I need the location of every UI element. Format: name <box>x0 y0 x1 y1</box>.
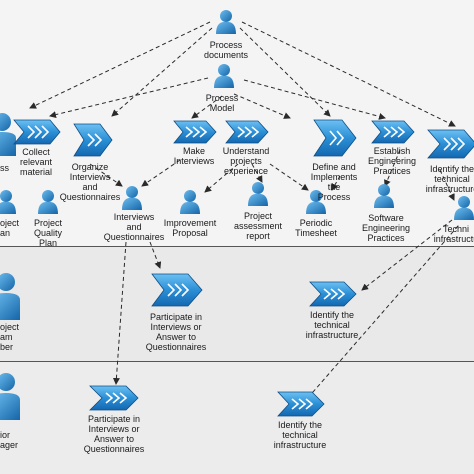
periodic-timesheet-label: Periodic Timesheet <box>295 218 337 238</box>
connector <box>305 225 459 401</box>
process-model-label: Process Model <box>205 93 239 113</box>
connector <box>241 21 456 127</box>
collect-material-activity-icon <box>13 119 61 145</box>
connector <box>439 169 455 201</box>
connectors <box>29 21 459 401</box>
software-engineering-practices-icon <box>374 184 394 208</box>
make-interviews-label: Make Interviews <box>173 146 215 166</box>
interviews-questionnaires-label: Interviews and Questionnaires <box>103 212 165 242</box>
lane-project-team-member <box>0 246 474 362</box>
technical-infrastructure-label: Techni infrastructu <box>433 224 474 244</box>
project-assessment-report-icon <box>248 182 268 206</box>
artifact-icons <box>0 10 474 220</box>
project-assessment-report-label: Project assessment report <box>233 211 283 241</box>
process-team-role-icon <box>0 113 16 156</box>
identify-infrastructure-mid-activity-icon <box>309 281 357 307</box>
connector <box>49 77 209 118</box>
connector <box>243 79 386 120</box>
process-team-role-label: ss <box>0 163 9 173</box>
establish-practices-label: Establish Engineering Practices <box>367 146 417 176</box>
identify-infrastructure-bot-activity-icon <box>277 391 325 417</box>
lane-senior-manager <box>0 362 474 474</box>
technical-infrastructure-icon <box>454 196 474 220</box>
organize-interviews-activity-icon <box>73 123 113 157</box>
connector <box>29 21 211 109</box>
organize-interviews-label: Organize Interviews and Questionnaires <box>59 162 121 202</box>
participate-mid-activity-icon <box>151 273 203 307</box>
connector <box>331 175 341 191</box>
participate-bot-label: Participate in Interviews or Answer to Q… <box>83 414 145 454</box>
participate-bot-activity-icon <box>89 385 139 411</box>
identify-infrastructure-top-activity-icon <box>427 129 474 159</box>
project-plan-icon <box>0 190 16 214</box>
role-icons <box>0 113 20 420</box>
connector <box>149 241 162 269</box>
connector <box>361 219 453 291</box>
understand-experience-activity-icon <box>225 120 269 144</box>
participate-mid-label: Participate in Interviews or Answer to Q… <box>145 312 207 352</box>
identify-infrastructure-top-label: Identify the technical infrastructure <box>425 164 474 194</box>
project-plan-label: oject an <box>0 218 20 238</box>
improvement-proposal-icon <box>180 190 200 214</box>
process-model-icon <box>214 64 234 88</box>
project-quality-plan-label: Project Quality Plan <box>33 218 63 248</box>
interviews-questionnaires-icon <box>122 186 142 210</box>
identify-infrastructure-mid-label: Identify the technical infrastructure <box>305 310 359 340</box>
software-engineering-practices-label: Software Engineering Practices <box>361 213 411 243</box>
connector <box>251 163 263 183</box>
senior-manager-role-label: ior ager <box>0 430 19 450</box>
improvement-proposal-label: Improvement Proposal <box>163 218 217 238</box>
understand-experience-label: Understand projects experience <box>222 146 270 176</box>
connector <box>141 159 181 187</box>
project-team-member-role-icon <box>0 273 20 320</box>
connector <box>111 27 213 117</box>
senior-manager-role-icon <box>0 373 20 420</box>
process-documents-label: Process documents <box>203 40 249 60</box>
activity-icons <box>13 119 474 417</box>
connector <box>191 95 223 119</box>
make-interviews-activity-icon <box>173 120 217 144</box>
define-process-activity-icon <box>313 119 357 157</box>
identify-infrastructure-bot-label: Identify the technical infrastructure <box>273 420 327 450</box>
establish-practices-activity-icon <box>371 120 415 144</box>
connector <box>112 241 127 385</box>
project-quality-plan-icon <box>38 190 58 214</box>
process-documents-icon <box>216 10 236 34</box>
connector <box>204 163 239 193</box>
connector <box>269 163 309 191</box>
connector <box>233 93 291 119</box>
project-team-member-role-label: oject am ber <box>0 322 20 352</box>
periodic-timesheet-icon <box>306 190 326 214</box>
define-process-label: Define and Implements the Process <box>310 162 358 202</box>
collect-material-label: Collect relevant material <box>19 147 53 177</box>
